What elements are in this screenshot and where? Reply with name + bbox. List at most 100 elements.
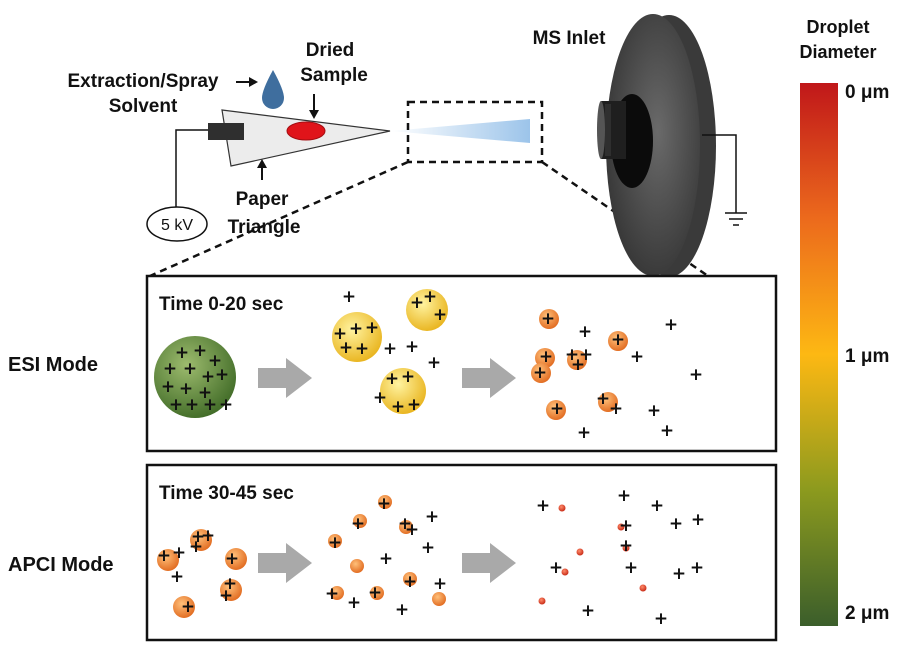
positive-charge: + (691, 510, 705, 530)
apci-arrow-2 (462, 543, 516, 583)
small-droplet (220, 579, 242, 601)
positive-charge: + (533, 363, 547, 383)
small-droplet (157, 549, 179, 571)
positive-charge: + (201, 526, 215, 546)
positive-charge: + (189, 537, 203, 557)
tiny-droplet (538, 597, 546, 605)
solvent-drop-icon (262, 70, 284, 109)
positive-charge: + (328, 533, 342, 553)
esi-panel-frame (145, 274, 778, 453)
ground-icon (725, 212, 747, 226)
positive-charge: + (577, 423, 591, 443)
esi-mode-label: ESI Mode (8, 354, 98, 376)
positive-charge: + (579, 345, 593, 365)
ms-inlet-disc (597, 14, 716, 277)
positive-charge: + (201, 367, 215, 387)
small-droplet (535, 348, 555, 368)
positive-charge: + (539, 347, 553, 367)
positive-charge: + (664, 315, 678, 335)
smaller-droplet (399, 520, 413, 534)
positive-charge: + (609, 399, 623, 419)
positive-charge: + (581, 601, 595, 621)
dried-sample-label-line1: Dried (306, 40, 355, 61)
positive-charge: + (550, 399, 564, 419)
positive-charge: + (347, 593, 361, 613)
tiny-droplet (622, 544, 630, 552)
positive-charge: + (630, 347, 644, 367)
electrode-clip (208, 123, 244, 140)
smaller-droplet (353, 514, 367, 528)
positive-charge: + (365, 318, 379, 338)
tiny-droplet (639, 584, 647, 592)
positive-charge: + (565, 345, 579, 365)
positive-charge: + (339, 338, 353, 358)
positive-charge: + (333, 324, 347, 344)
positive-charge: + (669, 514, 683, 534)
positive-charge: + (433, 305, 447, 325)
small-droplet (539, 309, 559, 329)
positive-charge: + (157, 546, 171, 566)
positive-charge: + (689, 365, 703, 385)
ground-wire (702, 134, 737, 213)
positive-charge: + (225, 549, 239, 569)
small-droplet (546, 400, 566, 420)
apci-panel: Time 30-45 sec +++++++++++++++++++++++++… (145, 463, 778, 642)
circuit-wire (175, 129, 226, 207)
positive-charge: + (368, 583, 382, 603)
dried-sample-label-line2: Sample (300, 65, 368, 86)
small-droplet (531, 363, 551, 383)
smaller-droplet (378, 495, 392, 509)
positive-charge: + (355, 339, 369, 359)
positive-charge: + (427, 353, 441, 373)
positive-charge: + (611, 330, 625, 350)
positive-charge: + (161, 377, 175, 397)
positive-charge: + (383, 339, 397, 359)
smaller-droplet (432, 592, 446, 606)
medium-droplet (380, 368, 426, 414)
positive-charge: + (349, 319, 363, 339)
positive-charge: + (208, 351, 222, 371)
zoom-box (406, 100, 544, 164)
solvent-arrowhead-icon (249, 77, 258, 87)
positive-charge: + (405, 337, 419, 357)
colorbar-title-line2: Diameter (799, 42, 876, 62)
positive-charge: + (650, 496, 664, 516)
positive-charge: + (425, 507, 439, 527)
small-droplet (598, 392, 618, 412)
positive-charge: + (672, 564, 686, 584)
positive-charge: + (596, 389, 610, 409)
positive-charge: + (578, 322, 592, 342)
positive-charge: + (377, 494, 391, 514)
droplet-diameter-colorbar: Droplet Diameter 0 μm 1 μm 2 μm (799, 17, 889, 626)
positive-charge: + (198, 383, 212, 403)
small-droplet (225, 548, 247, 570)
small-droplet (608, 331, 628, 351)
paper-arrowhead-icon (257, 159, 267, 168)
positive-charge: + (690, 558, 704, 578)
positive-charge: + (172, 543, 186, 563)
apci-panel-frame (145, 463, 778, 642)
colorbar-gradient (800, 83, 838, 626)
positive-charge: + (223, 574, 237, 594)
small-droplet (567, 350, 587, 370)
smaller-droplet (370, 586, 384, 600)
positive-charge: + (185, 395, 199, 415)
voltage-label: 5 kV (161, 217, 193, 234)
positive-charge: + (403, 572, 417, 592)
colorbar-tick-2: 2 μm (845, 603, 889, 624)
smaller-droplet (330, 586, 344, 600)
spray-plume (390, 119, 530, 143)
esi-arrow-2 (462, 358, 516, 398)
positive-charge: + (541, 309, 555, 329)
positive-charge: + (401, 367, 415, 387)
esi-time-label: Time 0-20 sec (159, 294, 284, 315)
positive-charge: + (215, 365, 229, 385)
positive-charge: + (571, 355, 585, 375)
apci-mode-label: APCI Mode (8, 554, 114, 576)
positive-charge: + (549, 558, 563, 578)
positive-charge: + (391, 397, 405, 417)
positive-charge: + (191, 527, 205, 547)
positive-charge: + (175, 343, 189, 363)
large-droplet (154, 336, 236, 418)
voltage-source (146, 206, 208, 242)
